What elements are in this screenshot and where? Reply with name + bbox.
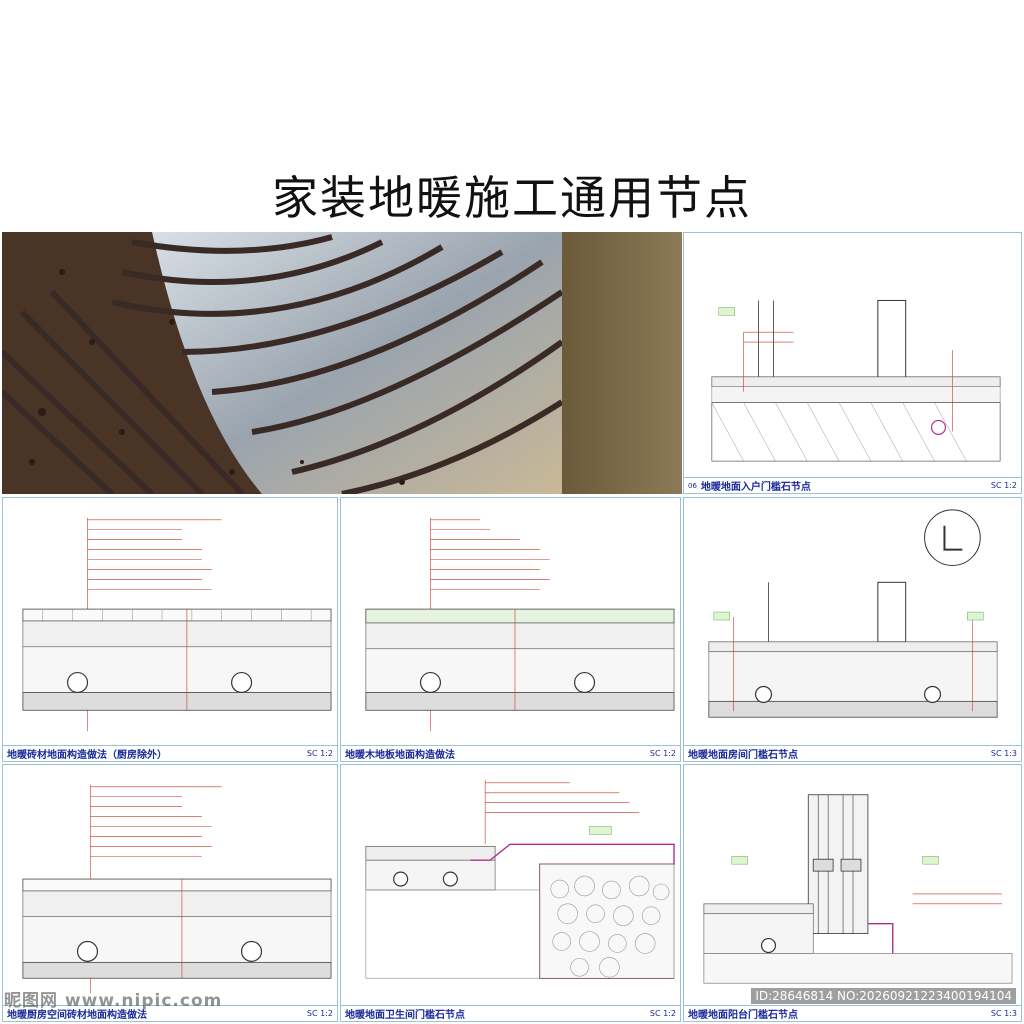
- watermark-id: ID:28646814 NO:20260921223400194104: [751, 988, 1016, 1004]
- detail-scale: SC 1:2: [306, 1009, 333, 1018]
- detail-panel-room-threshold: 地暖地面房间门槛石节点 SC 1:3: [683, 497, 1022, 762]
- detail-panel-tile-floor: 地暖砖材地面构造做法（厨房除外） SC 1:2: [2, 497, 338, 762]
- detail-number: 06: [688, 481, 697, 490]
- detail-panel-bathroom-threshold: 地暖地面卫生间门槛石节点 SC 1:2: [340, 764, 681, 1022]
- detail-panel-balcony-threshold: 地暖地面阳台门槛石节点 SC 1:3: [683, 764, 1022, 1022]
- heating-pipes-photo: [2, 232, 682, 494]
- detail-scale: SC 1:3: [990, 1009, 1017, 1018]
- detail-scale: SC 1:3: [990, 749, 1017, 758]
- detail-caption: 地暖砖材地面构造做法（厨房除外）: [7, 750, 167, 761]
- caption-bar: 地暖地面卫生间门槛石节点 SC 1:2: [341, 1005, 680, 1021]
- detail-caption: 地暖地面房间门槛石节点: [688, 750, 798, 761]
- detail-scale: SC 1:2: [306, 749, 333, 758]
- caption-bar: 地暖砖材地面构造做法（厨房除外） SC 1:2: [3, 745, 337, 761]
- detail-caption: 地暖厨房空间砖材地面构造做法: [7, 1010, 147, 1021]
- detail-scale: SC 1:2: [649, 1009, 676, 1018]
- detail-panel-entrance-threshold: 06 地暖地面入户门槛石节点 SC 1:2: [683, 232, 1022, 494]
- detail-caption: 地暖木地板地面构造做法: [345, 750, 455, 761]
- detail-caption: 地暖地面入户门槛石节点: [700, 482, 811, 493]
- caption-bar: 地暖地面房间门槛石节点 SC 1:3: [684, 745, 1021, 761]
- watermark-site: 昵图网 www.nipic.com: [4, 991, 223, 1011]
- caption-bar: 地暖地面阳台门槛石节点 SC 1:3: [684, 1005, 1021, 1021]
- caption-bar: 06 地暖地面入户门槛石节点 SC 1:2: [684, 477, 1021, 493]
- detail-scale: SC 1:2: [990, 481, 1017, 490]
- detail-caption: 地暖地面阳台门槛石节点: [688, 1010, 798, 1021]
- detail-panel-wood-floor: 地暖木地板地面构造做法 SC 1:2: [340, 497, 681, 762]
- detail-caption: 地暖地面卫生间门槛石节点: [345, 1010, 465, 1021]
- balcony-threshold-drawing: [703, 794, 1013, 984]
- caption-bar: 地暖厨房空间砖材地面构造做法 SC 1:2: [3, 1005, 337, 1021]
- tile-floor-drawing: [22, 517, 332, 732]
- wood-floor-drawing: [365, 517, 675, 732]
- page-title: 家装地暖施工通用节点: [272, 171, 752, 225]
- kitchen-floor-drawing: [22, 784, 332, 994]
- entrance-threshold-drawing: [711, 299, 1001, 462]
- detail-panel-kitchen-floor: 地暖厨房空间砖材地面构造做法 SC 1:2: [2, 764, 338, 1022]
- caption-bar: 地暖木地板地面构造做法 SC 1:2: [341, 745, 680, 761]
- heating-pipes-illustration: [2, 232, 682, 494]
- room-threshold-drawing: [708, 509, 998, 718]
- detail-scale: SC 1:2: [649, 749, 676, 758]
- bathroom-threshold-drawing: [365, 779, 675, 979]
